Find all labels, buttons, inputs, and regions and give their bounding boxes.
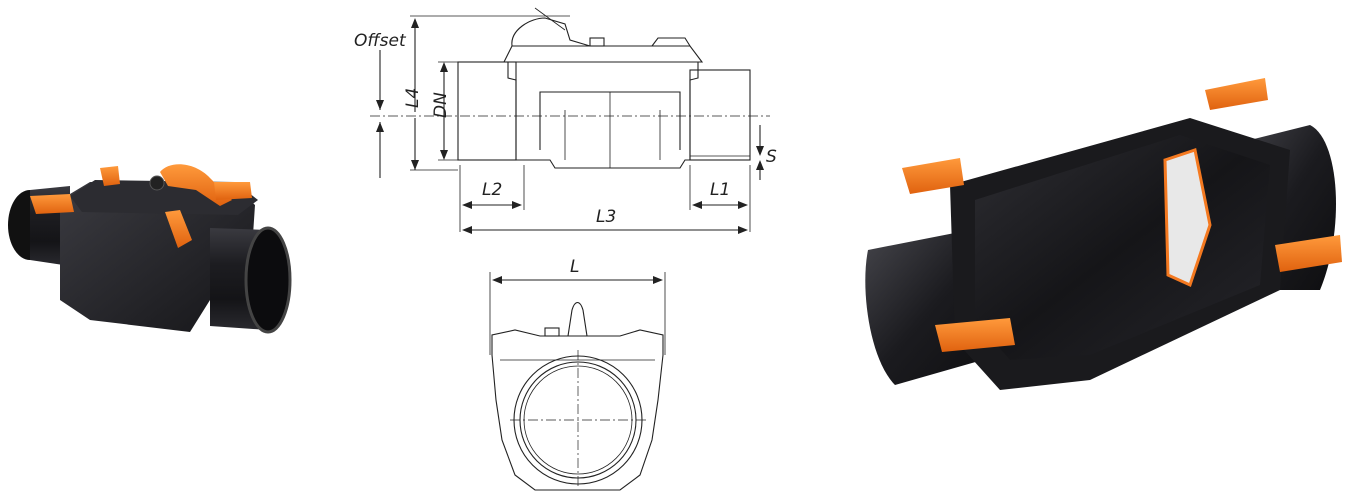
l2-label: L2 (482, 180, 502, 200)
dn-arrow-top (440, 62, 448, 72)
orange-handle-top (160, 164, 232, 206)
front-knob (544, 327, 560, 337)
front-view: L (489, 257, 666, 491)
valve-body (60, 182, 255, 332)
s-arrow-top (756, 146, 764, 156)
side-body (507, 62, 699, 169)
side-right-clip (651, 37, 691, 47)
right-pipe-opening (244, 226, 292, 334)
l4-label: L4 (403, 88, 423, 108)
orange-clip-right (214, 182, 252, 200)
side-handle (511, 17, 591, 47)
valve-exterior-illustration (8, 164, 292, 334)
interior-clip-right (1275, 235, 1342, 272)
s-label: S (766, 147, 777, 167)
orange-clip-top-left (100, 166, 120, 186)
l4-arrow-bottom (411, 160, 419, 170)
l-arrow-right (653, 276, 663, 284)
side-left-pipe (457, 61, 517, 161)
orange-clip-front (165, 210, 192, 248)
front-handle (567, 301, 588, 337)
offset-arrow-top (411, 18, 419, 28)
interior-clip-bottom (935, 318, 1015, 352)
side-right-pipe (689, 69, 751, 161)
l1-arrow-right (738, 201, 748, 209)
l2-arrow-left (462, 201, 472, 209)
offset-label: Offset (354, 31, 407, 51)
l2-arrow-right (512, 201, 522, 209)
l1-label: L1 (710, 180, 730, 200)
orange-clip-left (30, 194, 74, 214)
l3-arrow-left (462, 226, 472, 234)
technical-drawing: Offset L4 DN S L2 (340, 0, 800, 493)
dn-label: DN (431, 92, 451, 118)
side-knob (589, 37, 605, 47)
valve-interior-illustration (865, 78, 1342, 390)
offset-arrow-low (376, 122, 384, 132)
side-view: Offset L4 DN S L2 (354, 7, 777, 234)
valve-interior-image (850, 0, 1349, 493)
s-arrow-bottom (756, 160, 764, 170)
technical-drawing-svg: Offset L4 DN S L2 (354, 7, 777, 491)
front-body (491, 329, 664, 491)
l-label: L (570, 257, 579, 277)
dn-arrow-bottom (440, 150, 448, 160)
side-body-ribs (564, 110, 661, 160)
interior-clip-top-left (902, 158, 964, 194)
interior-white-flap (1163, 148, 1212, 288)
l-arrow-left (492, 276, 502, 284)
l3-label: L3 (596, 207, 616, 227)
l3-arrow-right (738, 226, 748, 234)
interior-clip-top-right (1205, 78, 1268, 110)
lid-knob (149, 175, 165, 191)
l1-arrow-left (692, 201, 702, 209)
side-lid (503, 45, 704, 63)
valve-exterior-image (0, 0, 300, 493)
side-handle-line (534, 7, 566, 31)
